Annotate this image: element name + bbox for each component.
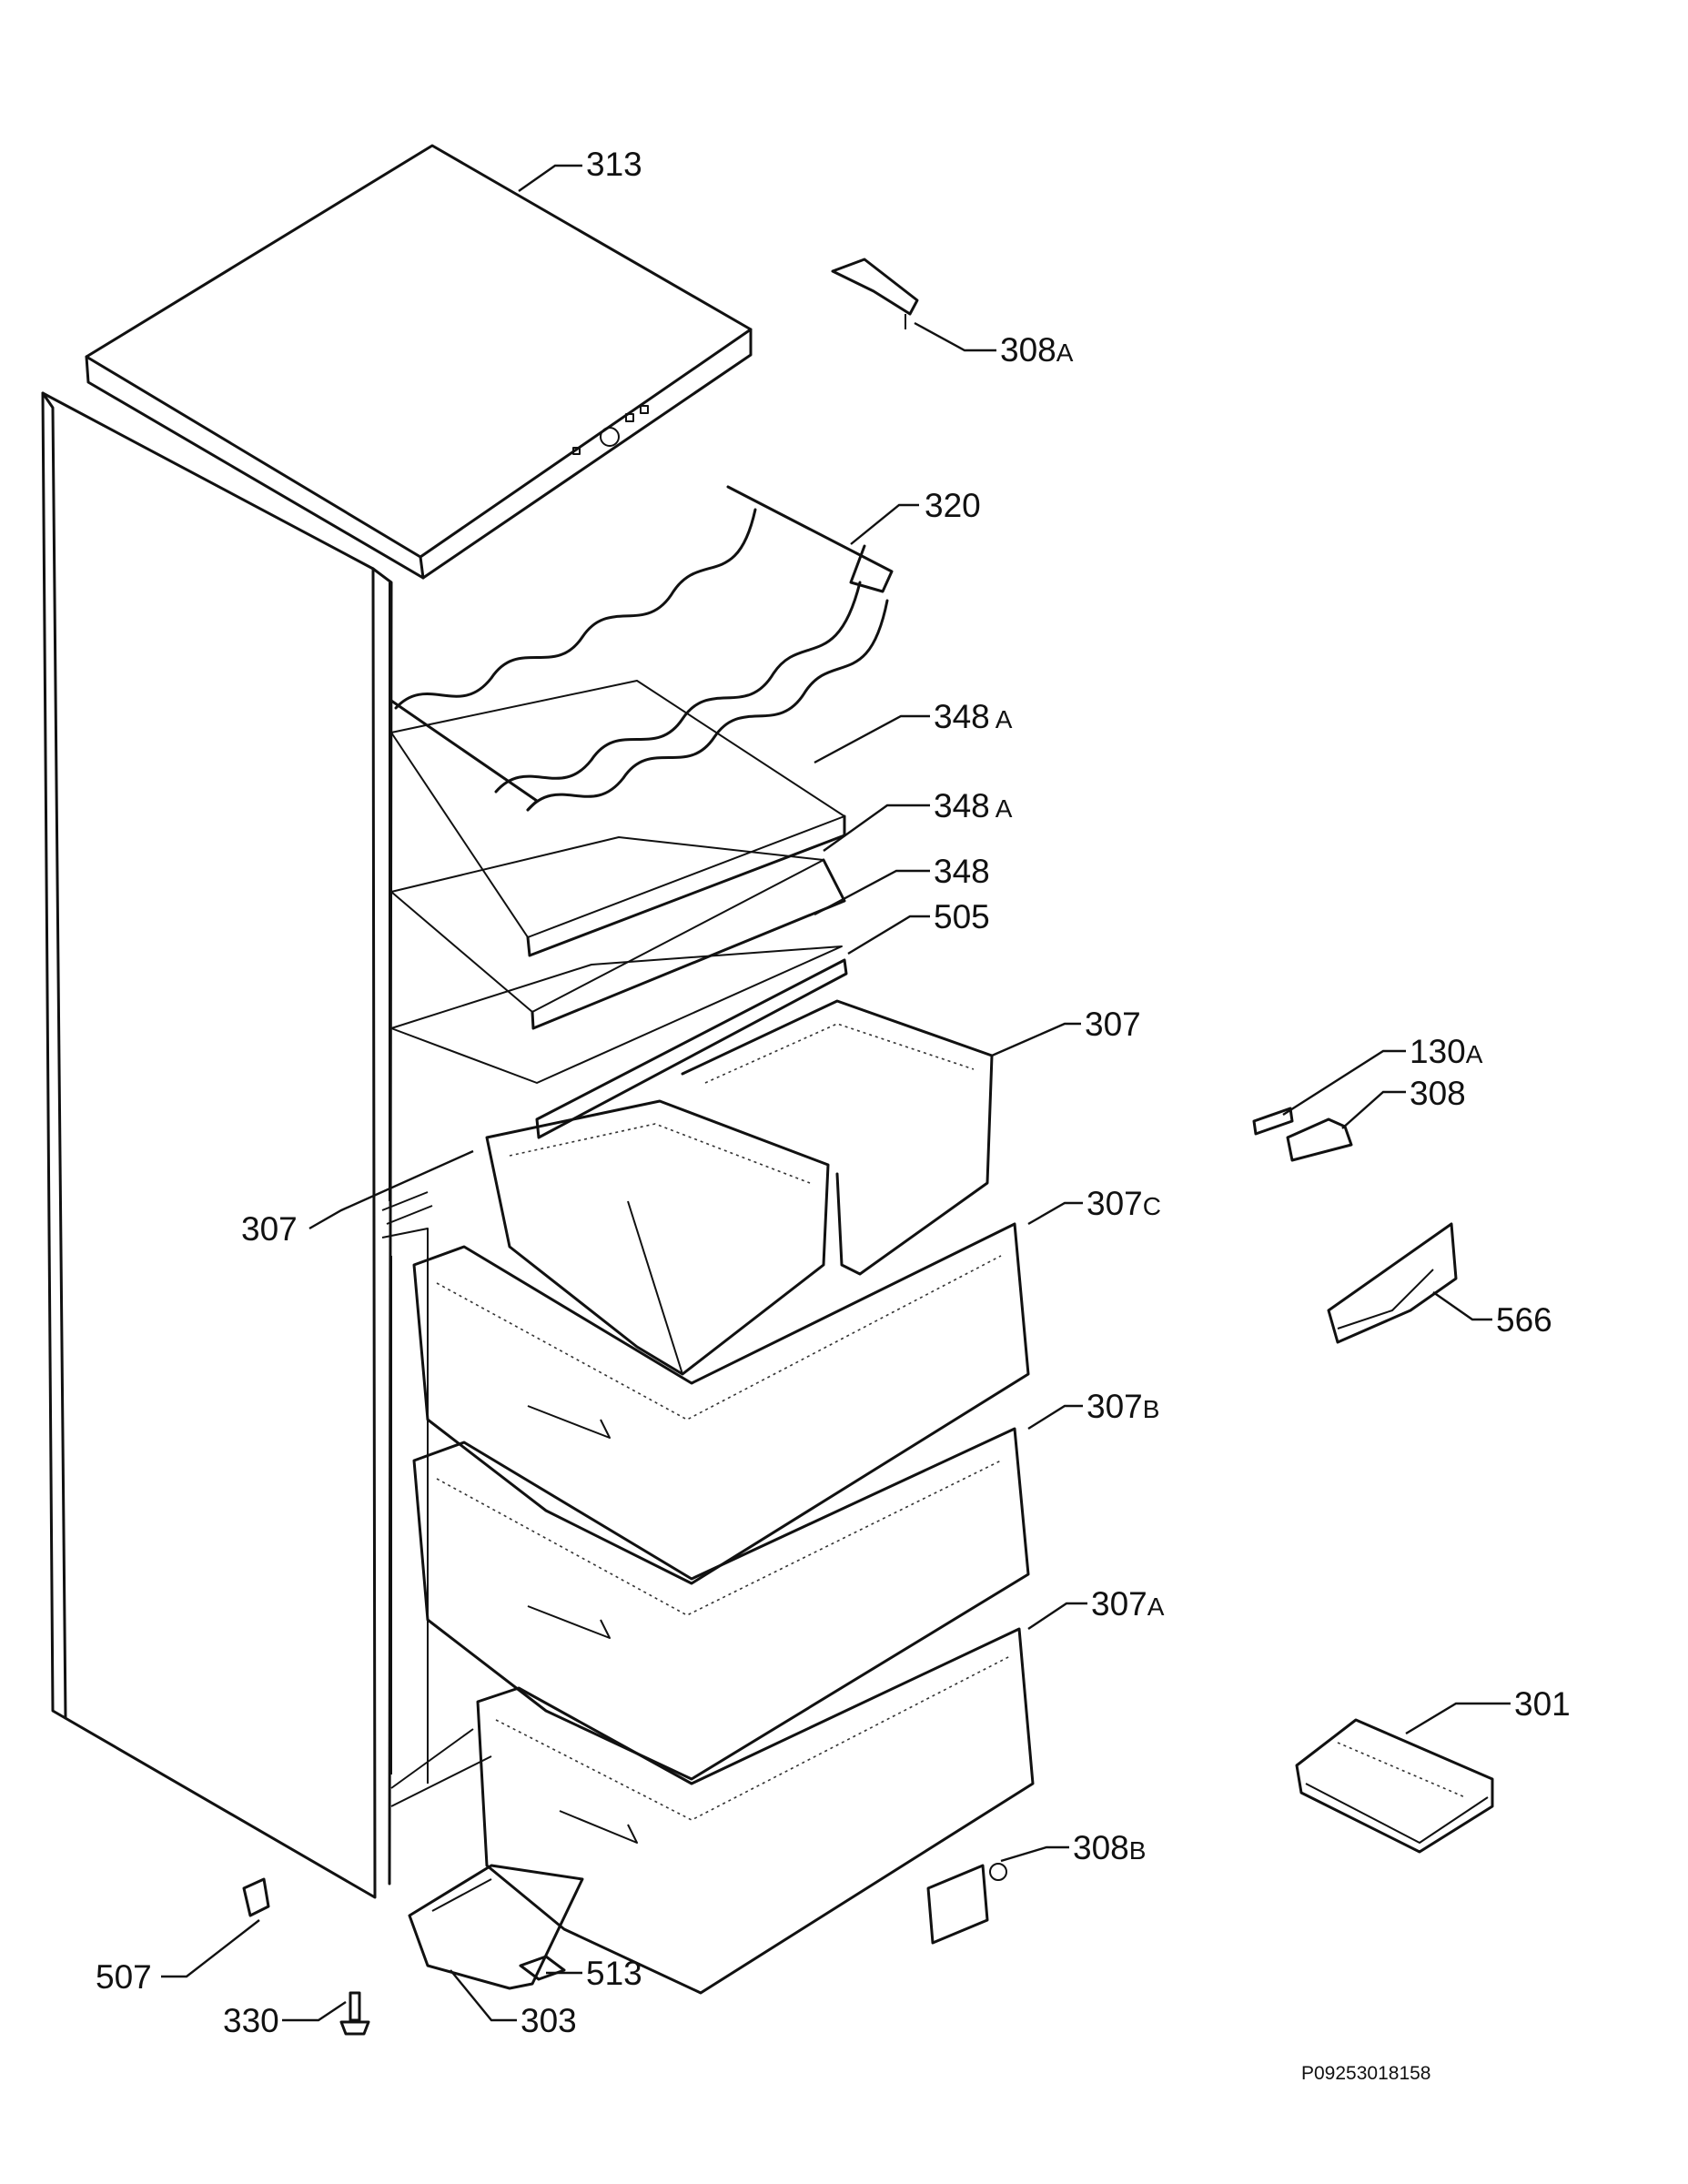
callout-513: 513: [586, 1955, 642, 1992]
callout-566: 566: [1496, 1301, 1552, 1339]
callout-313: 313: [586, 146, 642, 183]
clip-507: [242, 1877, 270, 1917]
hinge-cover-130a: [1252, 1107, 1294, 1136]
hinge-308b: [926, 1863, 1007, 1945]
callout-307c: 307C: [1087, 1185, 1161, 1222]
callout-303: 303: [521, 2002, 577, 2039]
callout-507: 507: [96, 1958, 152, 1996]
callout-307a: 307A: [1091, 1585, 1165, 1623]
foot-330: [339, 1991, 370, 2036]
callout-505: 505: [934, 898, 990, 935]
cabinet-body: [41, 391, 492, 1899]
crisper-bin-307-left: [485, 1099, 830, 1376]
leader-lines: [161, 164, 1511, 2022]
callout-307-left: 307: [241, 1210, 298, 1248]
callout-308a: 308A: [1000, 331, 1074, 369]
callout-301: 301: [1514, 1685, 1571, 1723]
crisper-bin-307-right: [681, 999, 994, 1276]
callout-130a: 130A: [1410, 1033, 1483, 1070]
freezer-drawer-307a: [476, 1627, 1035, 1995]
ice-tray-301: [1295, 1718, 1494, 1854]
handle-566: [1327, 1222, 1458, 1344]
glass-shelf-348a-upper: [390, 680, 846, 957]
callout-320: 320: [925, 487, 981, 524]
spacer-513: [519, 1955, 566, 1981]
callout-308b: 308B: [1073, 1829, 1146, 1866]
callout-330: 330: [223, 2002, 279, 2039]
top-cover-313: [85, 144, 753, 580]
cover-303: [408, 1864, 584, 1990]
freezer-drawer-307c: [412, 1222, 1030, 1585]
hinge-308a: [831, 258, 919, 329]
freezer-drawer-307b: [412, 1427, 1030, 1781]
shelf-trim-505: [535, 958, 848, 1139]
hinge-308: [1286, 1117, 1353, 1162]
callout-307b: 307B: [1087, 1388, 1159, 1425]
drawing-reference-code: P09253018158: [1301, 2063, 1430, 2084]
wine-rack-320: [389, 485, 894, 812]
callout-307-right: 307: [1085, 1006, 1141, 1043]
callout-308: 308: [1410, 1075, 1466, 1112]
callout-348: 348: [934, 853, 990, 890]
glass-shelf-348: [390, 945, 843, 1084]
glass-shelf-348a-lower: [390, 836, 846, 1030]
